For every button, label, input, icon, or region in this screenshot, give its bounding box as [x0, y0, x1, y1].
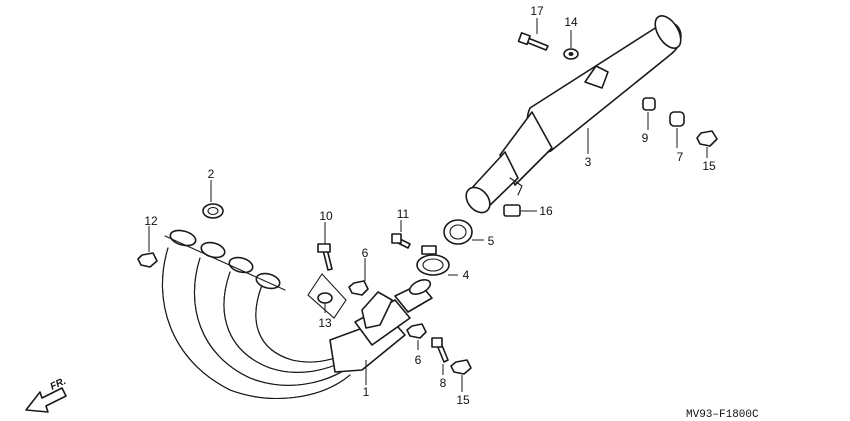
callout-10: 10	[319, 209, 333, 223]
front-label: FR.	[49, 376, 68, 393]
callout-15-top: 15	[702, 159, 716, 173]
callouts: 17 14 9 7 15 3 2 12 10 11 16 5 4 6 13 6 …	[144, 4, 716, 407]
hardware	[137, 32, 718, 375]
exhaust-pipe-assembly	[161, 229, 433, 399]
diagram-code: MV93–F1800C	[686, 409, 759, 421]
callout-8: 8	[440, 376, 447, 390]
callout-12: 12	[144, 214, 158, 228]
callout-4: 4	[463, 268, 470, 282]
callout-13: 13	[318, 316, 332, 330]
front-direction-arrow: FR.	[25, 376, 68, 413]
callout-5: 5	[488, 234, 495, 248]
callout-3: 3	[585, 155, 592, 169]
leader-lines	[148, 18, 708, 392]
muffler	[465, 15, 682, 214]
callout-6-upper: 6	[362, 246, 369, 260]
callout-6-lower: 6	[415, 353, 422, 367]
callout-15-lower: 15	[456, 393, 470, 407]
callout-2: 2	[208, 167, 215, 181]
callout-16: 16	[539, 204, 553, 218]
arrow-icon	[25, 387, 67, 413]
callout-1: 1	[363, 385, 370, 399]
callout-14: 14	[564, 15, 578, 29]
callout-9: 9	[642, 131, 649, 145]
callout-17: 17	[530, 4, 544, 18]
callout-7: 7	[677, 150, 684, 164]
callout-11: 11	[397, 207, 410, 221]
